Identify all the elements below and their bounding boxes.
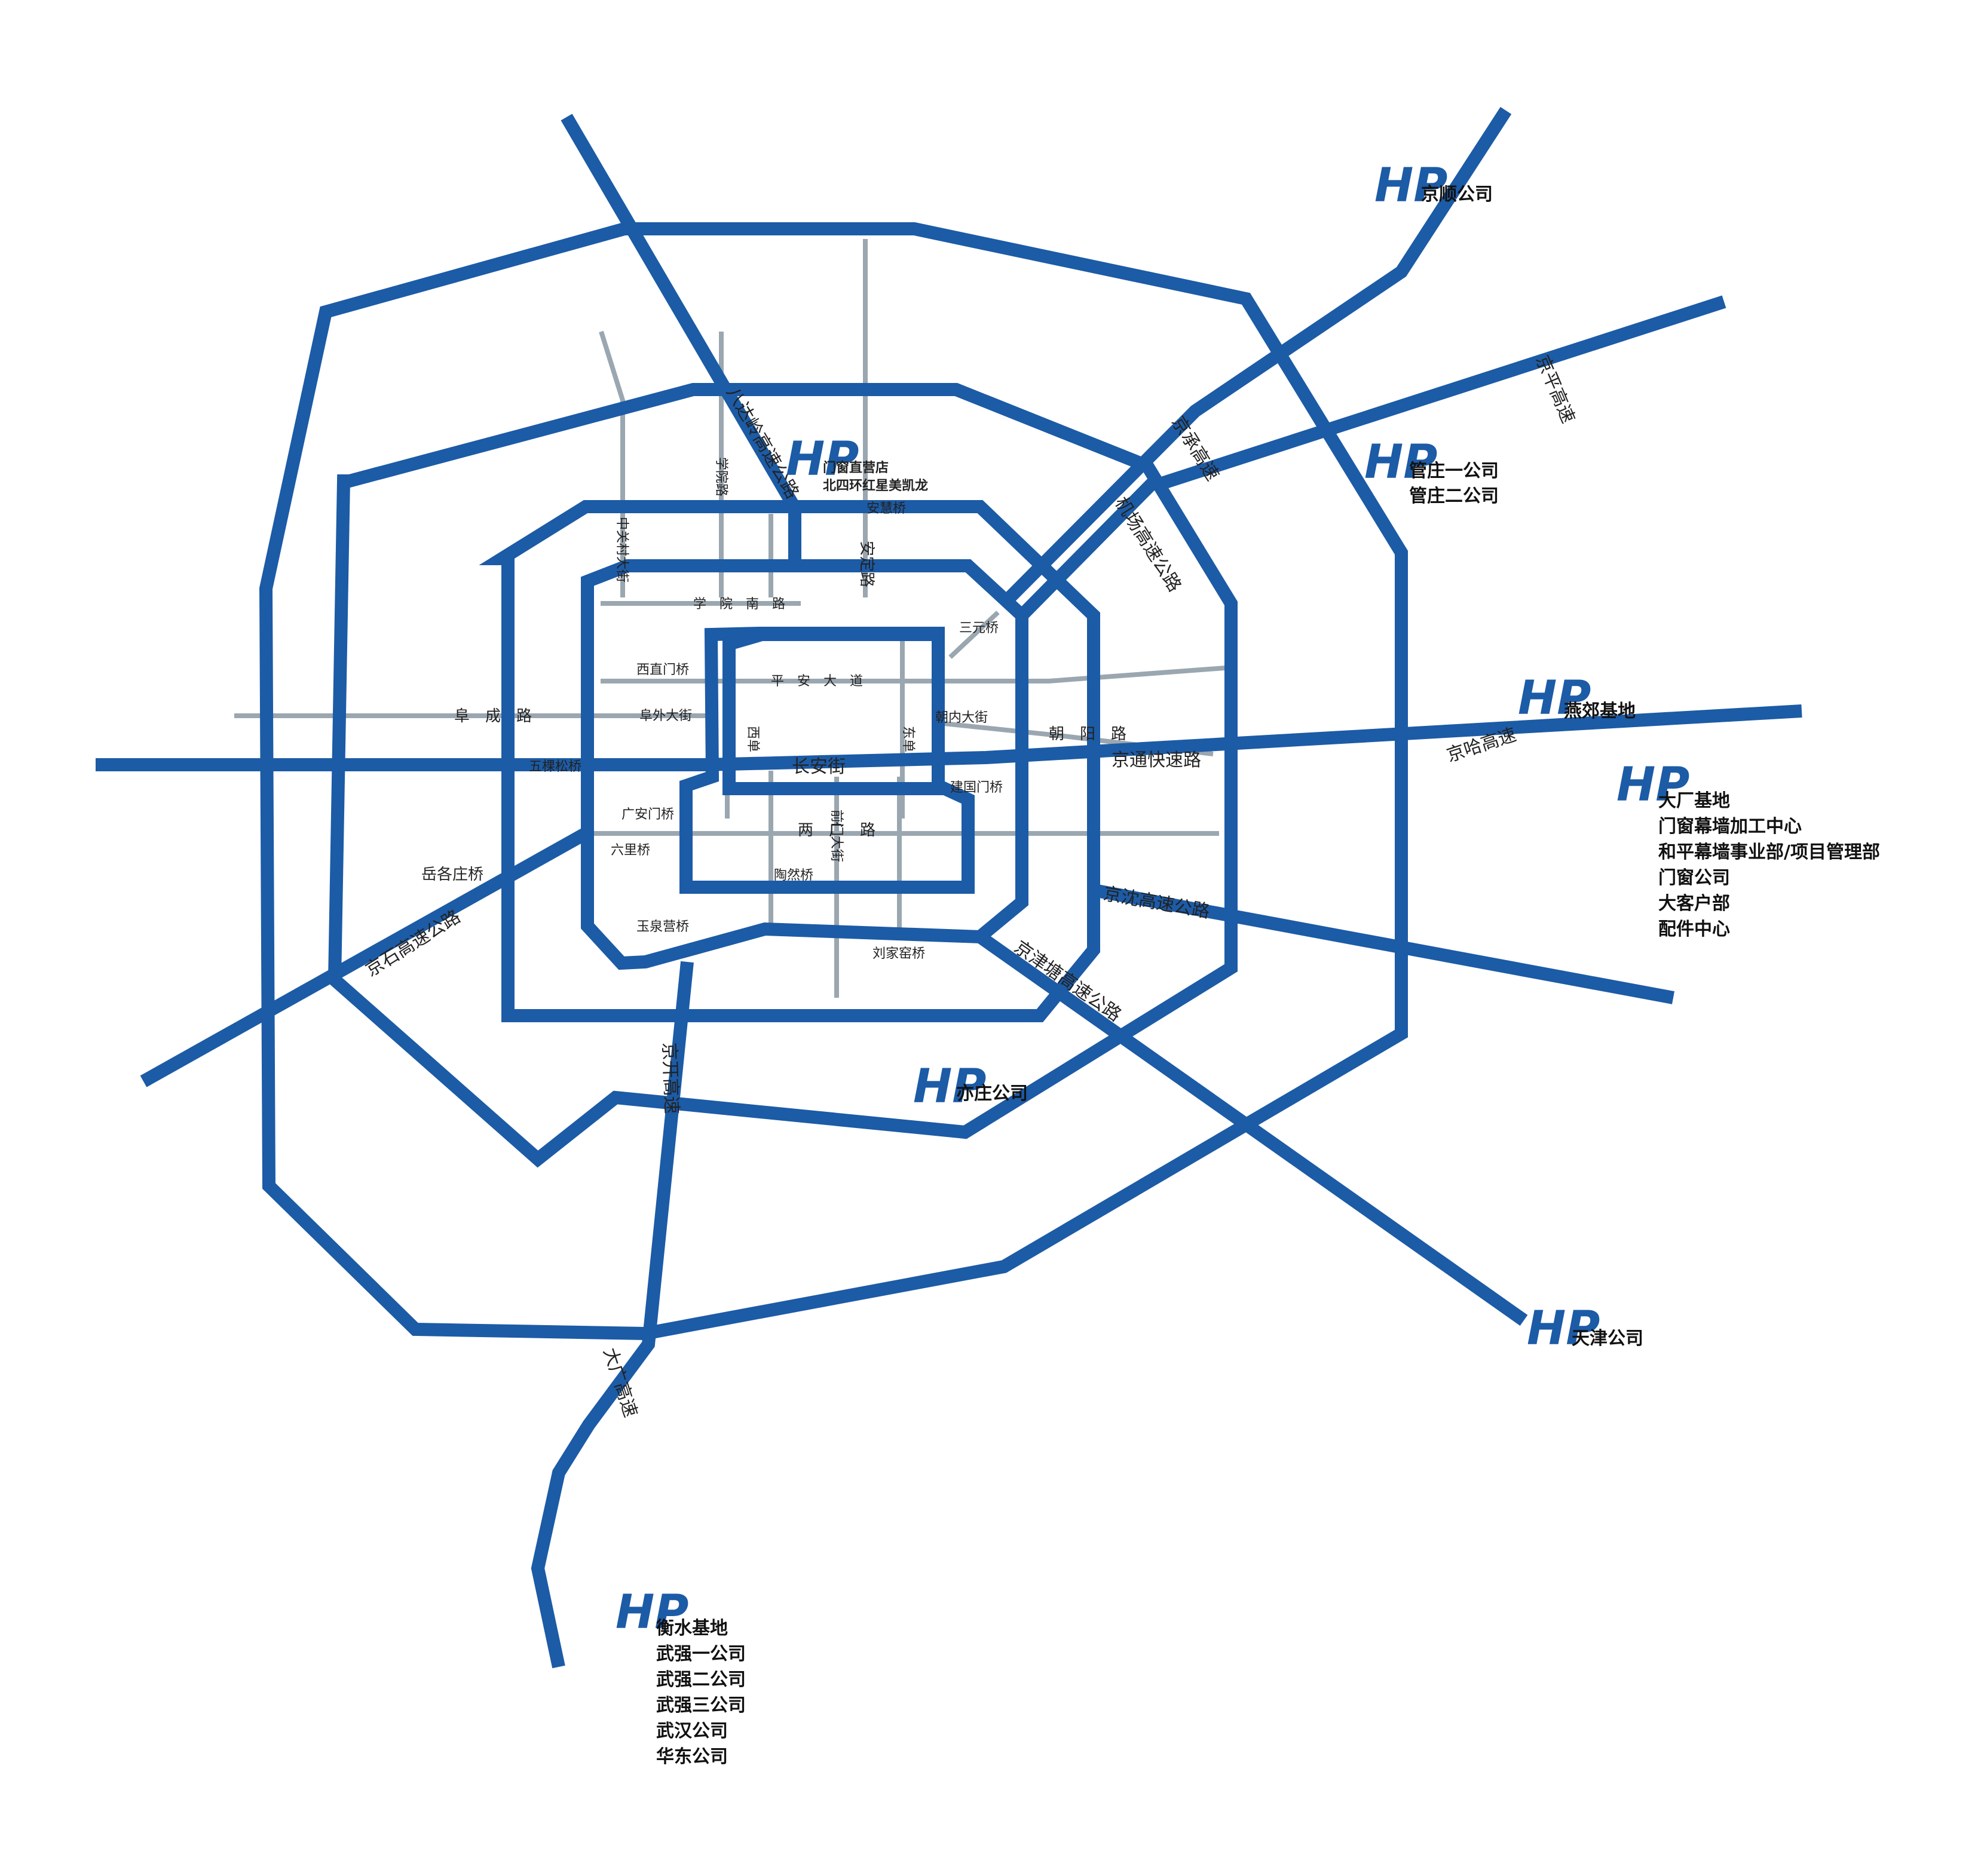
office-dachang-line-0: 大厂基地 <box>1658 790 1730 811</box>
office-hengshui-line-2: 武强二公司 <box>656 1669 746 1690</box>
office-hengshui-line-0: 衡水基地 <box>656 1618 728 1639</box>
hp-logo-icon: HP <box>1364 436 1437 489</box>
jingkai-expressway <box>531 961 694 1669</box>
label-anding: 安定路 <box>858 541 875 587</box>
hp-logo-icon: HP <box>1374 159 1447 213</box>
label-xidan: 西单 <box>745 726 760 752</box>
office-dachang: HP 大厂基地 门窗幕墙加工中心 和平幕墙事业部/项目管理部 门窗公司 大客户部… <box>1616 758 1880 940</box>
main-roads <box>96 107 1802 1669</box>
office-hengshui-line-4: 武汉公司 <box>656 1721 728 1742</box>
office-tianjin: HP 天津公司 <box>1527 1302 1643 1356</box>
label-liangguang: 两 广 路 <box>798 821 875 839</box>
label-jingkai: 京开高速 <box>659 1042 682 1114</box>
bridge-taoran: 陶然桥 <box>774 868 813 883</box>
hp-logo-icon: HP <box>1616 758 1689 812</box>
office-store-line-1: 北四环红星美凯龙 <box>823 478 928 493</box>
label-fuwai: 阜外大街 <box>639 709 692 724</box>
jingshi-expressway <box>140 827 589 1087</box>
office-hengshui-line-1: 武强一公司 <box>656 1644 746 1665</box>
office-store-line-0: 门窗直营店 <box>823 460 889 476</box>
hp-logo-icon: HP <box>616 1586 688 1639</box>
airport-expressway <box>1017 474 1161 620</box>
bridge-wukesong: 五棵松桥 <box>529 759 581 774</box>
office-guanzhuang-line-1: 管庄二公司 <box>1409 486 1499 507</box>
label-changan: 长安街 <box>792 756 846 777</box>
jingshen-expressway <box>1092 884 1675 1004</box>
jingcheng-expressway <box>999 107 1512 608</box>
bridge-jianguomen: 建国门桥 <box>950 780 1003 795</box>
label-xueyuannan: 学 院 南 路 <box>693 597 785 612</box>
pingan-avenue <box>601 666 1226 683</box>
bridge-liujiayao: 刘家窑桥 <box>872 946 925 961</box>
bridge-liuli: 六里桥 <box>611 843 650 858</box>
label-jingshen: 京沈高速公路 <box>1102 883 1211 922</box>
bridge-yuegezhuang: 岳各庄桥 <box>421 866 483 884</box>
office-yizhuang: HP 亦庄公司 <box>913 1060 1028 1114</box>
office-hengshui-line-3: 武强三公司 <box>656 1695 746 1716</box>
zhongguancun-street <box>599 330 625 597</box>
office-dachang-line-2: 和平幕墙事业部/项目管理部 <box>1658 842 1880 863</box>
office-yanjiao-line-0: 燕郊基地 <box>1564 701 1636 722</box>
changan-street <box>96 704 1802 771</box>
fourth-ring-road <box>479 500 1100 1022</box>
sanyuan-connector <box>948 611 1000 659</box>
fifth-ring-road <box>327 383 1238 1168</box>
jingjintang-expressway <box>976 931 1528 1326</box>
bridge-sanyuan: 三元桥 <box>959 621 999 636</box>
label-zhongguancun: 中关村大街 <box>614 517 629 583</box>
office-jingshun-line-0: 京顺公司 <box>1421 184 1493 205</box>
bridge-xizhimen: 西直门桥 <box>636 663 689 678</box>
office-dachang-line-5: 配件中心 <box>1658 919 1730 940</box>
hp-logo-icon: HP <box>1518 672 1591 725</box>
hp-logo-icon: HP <box>913 1060 986 1114</box>
label-chaonei: 朝内大街 <box>935 710 988 725</box>
label-chaoyang: 朝 阳 路 <box>1049 725 1126 743</box>
label-pingan: 平 安 大 道 <box>771 674 863 689</box>
office-dachang-line-1: 门窗幕墙加工中心 <box>1658 816 1802 837</box>
office-hengshui: HP 衡水基地 武强一公司 武强二公司 武强三公司 武汉公司 华东公司 <box>616 1586 746 1767</box>
jingping-expressway <box>1154 295 1726 492</box>
office-yizhuang-line-0: 亦庄公司 <box>956 1083 1028 1104</box>
bridge-anhui: 安慧桥 <box>867 501 906 516</box>
label-xueyuan: 学院路 <box>714 457 728 496</box>
office-hengshui-line-5: 华东公司 <box>656 1746 728 1767</box>
bridge-yuquanying: 玉泉营桥 <box>636 919 689 934</box>
badaling-expressway <box>561 114 801 566</box>
bridge-guanganmen: 广安门桥 <box>621 807 674 822</box>
label-fucheng: 阜 成 路 <box>454 707 532 725</box>
label-jingtong: 京通快速路 <box>1112 750 1201 771</box>
label-dongdan: 东单 <box>901 726 916 752</box>
hp-logo-icon: HP <box>786 433 859 486</box>
office-guanzhuang-line-0: 管庄一公司 <box>1409 461 1499 482</box>
office-yanjiao: HP 燕郊基地 <box>1518 672 1636 725</box>
office-jingshun: HP 京顺公司 <box>1374 159 1493 213</box>
office-tianjin-line-0: 天津公司 <box>1572 1328 1643 1349</box>
label-qianmen: 前门大街 <box>829 810 844 862</box>
sixth-ring-road <box>259 222 1408 1341</box>
bridge-labels: 西直门桥 安慧桥 三元桥 建国门桥 五棵松桥 广安门桥 六里桥 岳各庄桥 玉泉营… <box>421 501 1003 961</box>
office-dachang-line-4: 大客户部 <box>1658 893 1730 914</box>
hp-logo-icon: HP <box>1527 1302 1600 1356</box>
office-store: HP 门窗直营店 北四环红星美凯龙 <box>786 433 928 493</box>
label-jingping: 京平高速 <box>1532 352 1579 426</box>
third-ring-road <box>581 559 1028 970</box>
office-dachang-line-3: 门窗公司 <box>1658 868 1730 888</box>
office-guanzhuang: HP 管庄一公司 管庄二公司 <box>1364 436 1499 507</box>
